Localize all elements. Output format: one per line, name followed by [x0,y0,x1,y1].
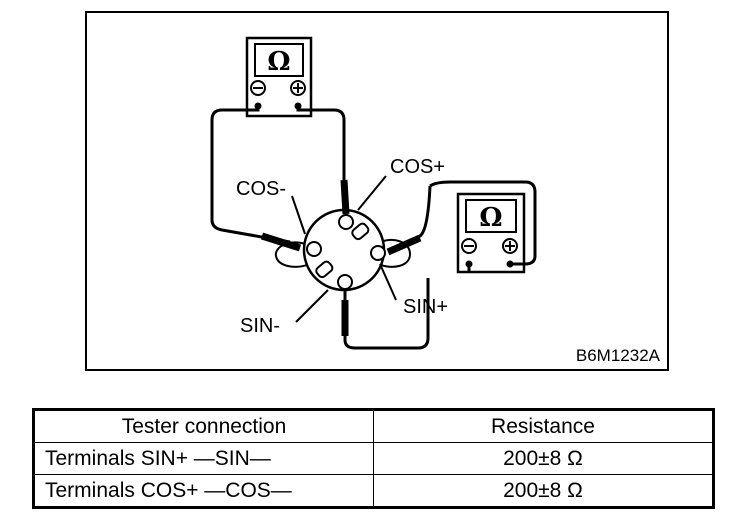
top-ohmmeter: Ω [245,36,313,118]
resistance-cell: 200±8 Ω [373,442,714,475]
leader-lines [291,175,397,323]
cos-minus-terminal [306,241,322,257]
label-sin-minus: SIN- [240,315,280,337]
figure-code: B6M1232A [576,346,661,365]
cos-plus-terminal [338,214,354,230]
table-row: Terminals COS+ —COS— 200±8 Ω [33,474,714,508]
top-ohm-icon: Ω [267,47,290,77]
resolver-test-diagram: Ω Ω [85,11,669,371]
header-tester-connection: Tester connection [33,409,374,443]
label-sin-plus: SIN+ [403,296,448,318]
resistance-cell: 200±8 Ω [373,474,714,508]
diagram-frame [85,11,669,371]
sin-minus-terminal [337,274,353,290]
resistance-table: Tester connection Resistance Terminals S… [32,408,715,509]
right-ohm-icon: Ω [479,203,502,233]
table-row: Terminals SIN+ —SIN— 200±8 Ω [33,442,714,475]
test-leads [210,106,537,350]
right-ohmmeter: Ω [456,192,526,274]
table-header-row: Tester connection Resistance [33,409,714,443]
resolver-connector [274,208,412,292]
label-cos-plus: COS+ [390,156,445,178]
sin-plus-terminal [370,245,386,261]
header-resistance: Resistance [373,409,714,443]
label-cos-minus: COS- [236,178,286,200]
connection-cell: Terminals SIN+ —SIN— [33,442,374,475]
connection-cell: Terminals COS+ —COS— [33,474,374,508]
